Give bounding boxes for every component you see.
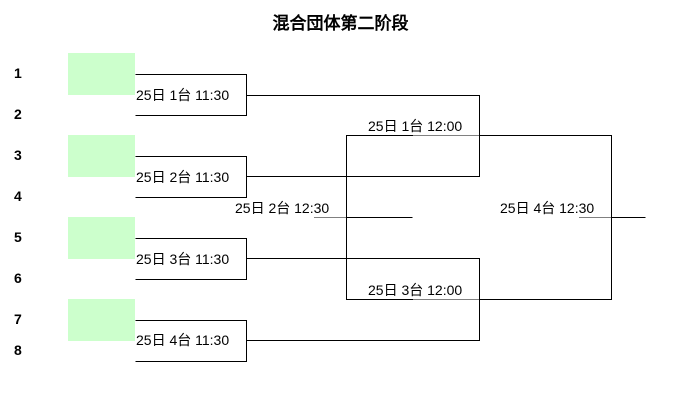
team-slot-3 bbox=[68, 217, 135, 259]
match-3-label: 25日 3台 11:30 bbox=[136, 251, 230, 267]
third-place-label: 25日 2台 12:30 bbox=[235, 200, 330, 216]
seed-8: 8 bbox=[14, 342, 22, 358]
seed-3: 3 bbox=[14, 147, 22, 163]
seed-1: 1 bbox=[14, 65, 22, 81]
team-slot-2 bbox=[68, 135, 135, 177]
match-1-label: 25日 1台 11:30 bbox=[136, 87, 230, 103]
seed-2: 2 bbox=[14, 106, 22, 122]
seed-6: 6 bbox=[14, 270, 22, 286]
match-2-label: 25日 2台 11:30 bbox=[136, 169, 230, 185]
page-title: 混合団体第二阶段 bbox=[272, 14, 409, 34]
match-4-label: 25日 4台 11:30 bbox=[136, 332, 230, 348]
team-slot-4 bbox=[68, 299, 135, 341]
seed-4: 4 bbox=[14, 188, 22, 204]
seed-5: 5 bbox=[14, 229, 22, 245]
final-label: 25日 4台 12:30 bbox=[500, 200, 595, 216]
seed-7: 7 bbox=[14, 311, 22, 327]
semi-1-label: 25日 1台 12:00 bbox=[368, 118, 463, 134]
semi-2-label: 25日 3台 12:00 bbox=[368, 282, 463, 298]
team-slot-1 bbox=[68, 53, 135, 95]
